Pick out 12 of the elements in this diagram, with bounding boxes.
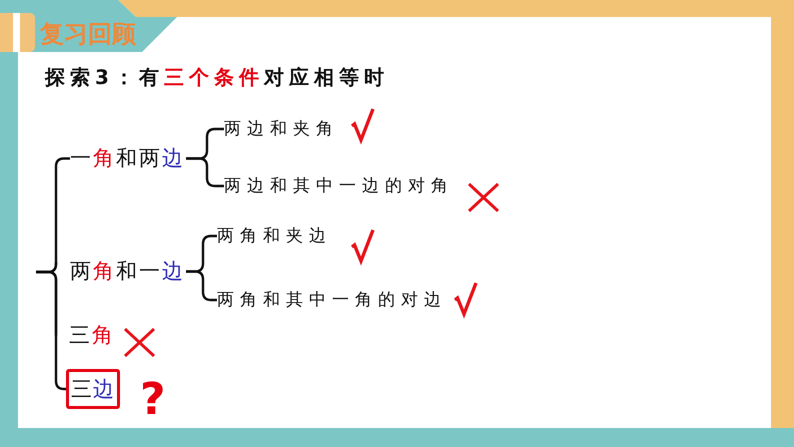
- condition-label: 两角和其中一角的对边: [217, 290, 447, 310]
- branch-label: 三角: [57, 323, 115, 348]
- brace-line: [36, 270, 66, 390]
- condition-label: 两边和其中一边的对角: [224, 176, 454, 196]
- section-tab-label: 复习回顾: [40, 20, 136, 48]
- condition-label: 两角和夹边: [217, 226, 332, 246]
- branch-label: 一角和两边: [70, 146, 185, 171]
- question-mark: ?: [140, 378, 166, 422]
- highlighted-label: 三边: [66, 369, 120, 409]
- branch-label: 两角和一边: [58, 259, 185, 284]
- slide-title: 探索3：有三个条件对应相等时: [45, 65, 389, 89]
- condition-label: 两边和夹角: [224, 119, 339, 139]
